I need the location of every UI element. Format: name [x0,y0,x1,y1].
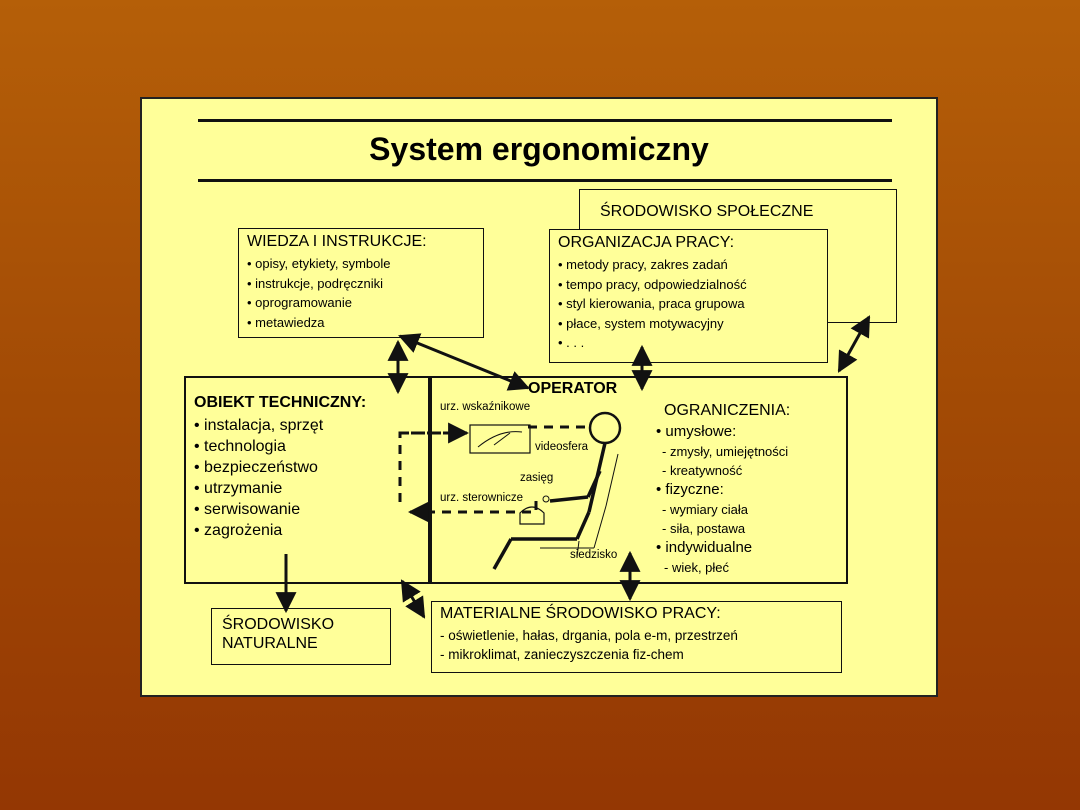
list-item: • oprogramowanie [247,295,352,310]
ograniczenia-title: OGRANICZENIA: [664,402,791,419]
urz-wskaznikowe-label: urz. wskaźnikowe [440,401,531,413]
list-item: • płace, system motywacyjny [558,315,724,331]
control-device [519,506,545,525]
obiekt-techniczny-title: OBIEKT TECHNICZNY: [194,394,367,411]
list-item: • fizyczne: [656,481,724,498]
title-rule-top [198,119,892,122]
ograniczenia-list: • umysłowe: - zmysły, umiejętności - kre… [656,422,788,577]
obiekt-techniczny-box: OBIEKT TECHNICZNY: • instalacja, sprzęt … [184,376,430,584]
list-item: • serwisowanie [194,501,301,518]
arrow-obiekt-materialne [400,579,426,619]
list-item: - wiek, płeć [664,560,730,575]
list-item: - oświetlenie, hałas, drgania, pola e-m,… [440,628,738,643]
organizacja-pracy-list: • metody pracy, zakres zadań • tempo pra… [558,255,747,353]
srodowisko-naturalne-text: ŚRODOWISKO NATURALNE [222,615,334,653]
arrow-spoleczne-operator [837,315,871,373]
siedzisko-label: siedzisko [570,549,618,561]
list-item: - zmysły, umiejętności [662,444,789,459]
page-title: System ergonomiczny [369,131,709,167]
urz-sterownicze-label: urz. sterownicze [440,492,524,504]
title-rule-bottom [198,179,892,182]
operator-figure [492,411,622,570]
list-item: • opisy, etykiety, symbole [247,256,391,271]
list-item: • instrukcje, podręczniki [247,275,384,291]
organizacja-pracy-box: ORGANIZACJA PRACY: • metody pracy, zakre… [549,229,828,363]
diagram-connectors [275,315,871,619]
list-item: • utrzymanie [194,480,283,497]
wiedza-instrukcje-box: WIEDZA I INSTRUKCJE: • opisy, etykiety, … [238,228,484,338]
list-item: - mikroklimat, zanieczyszczenia fiz-chem [440,647,684,662]
zasieg-label: zasięg [520,472,554,484]
list-item: - kreatywność [662,463,743,478]
operator-title: OPERATOR [526,380,620,398]
list-item: • metody pracy, zakres zadań [558,257,728,272]
list-item: • indywidualne [656,539,753,556]
obiekt-techniczny-list: • instalacja, sprzęt • technologia • bez… [194,415,323,541]
dashed-control-path [407,501,538,523]
list-item: - siła, postawa [662,521,746,536]
operator-box: urz. wskaźnikowe videosfera zasięg urz. … [430,376,848,584]
list-item: - wymiary ciała [662,502,748,517]
arrow-wiedza-operator [398,333,530,391]
srodowisko-naturalne-box: ŚRODOWISKO NATURALNE [211,608,391,665]
materialne-srodowisko-list: - oświetlenie, hałas, drgania, pola e-m,… [440,626,738,664]
wiedza-instrukcje-list: • opisy, etykiety, symbole • instrukcje,… [247,254,391,332]
srodowisko-naturalne-line1: ŚRODOWISKO [222,616,335,633]
list-item: • tempo pracy, odpowiedzialność [558,276,747,292]
slide: System ergonomiczny ŚRODOWISKO SPOŁECZNE… [140,97,938,697]
organizacja-pracy-title: ORGANIZACJA PRACY: [558,234,735,251]
dashed-info-path [398,431,464,502]
list-item: • metawiedza [247,314,325,330]
materialne-srodowisko-title: MATERIALNE ŚRODOWISKO PRACY: [440,605,721,622]
videosfera-label: videosfera [535,441,589,453]
wiedza-instrukcje-title: WIEDZA I INSTRUKCJE: [247,233,427,250]
list-item: • zagrożenia [194,522,283,539]
list-item: • bezpieczeństwo [194,459,318,476]
list-item: • . . . [558,335,585,350]
srodowisko-spoleczne-title: ŚRODOWISKO SPOŁECZNE [600,203,814,220]
list-item: • styl kierowania, praca grupowa [558,296,745,311]
list-item: • instalacja, sprzęt [194,417,324,434]
list-item: • umysłowe: [656,423,737,440]
indicator-device [469,424,531,454]
list-item: • technologia [194,438,286,455]
srodowisko-naturalne-line2: NATURALNE [222,635,318,652]
materialne-srodowisko-box: MATERIALNE ŚRODOWISKO PRACY: - oświetlen… [431,601,842,673]
